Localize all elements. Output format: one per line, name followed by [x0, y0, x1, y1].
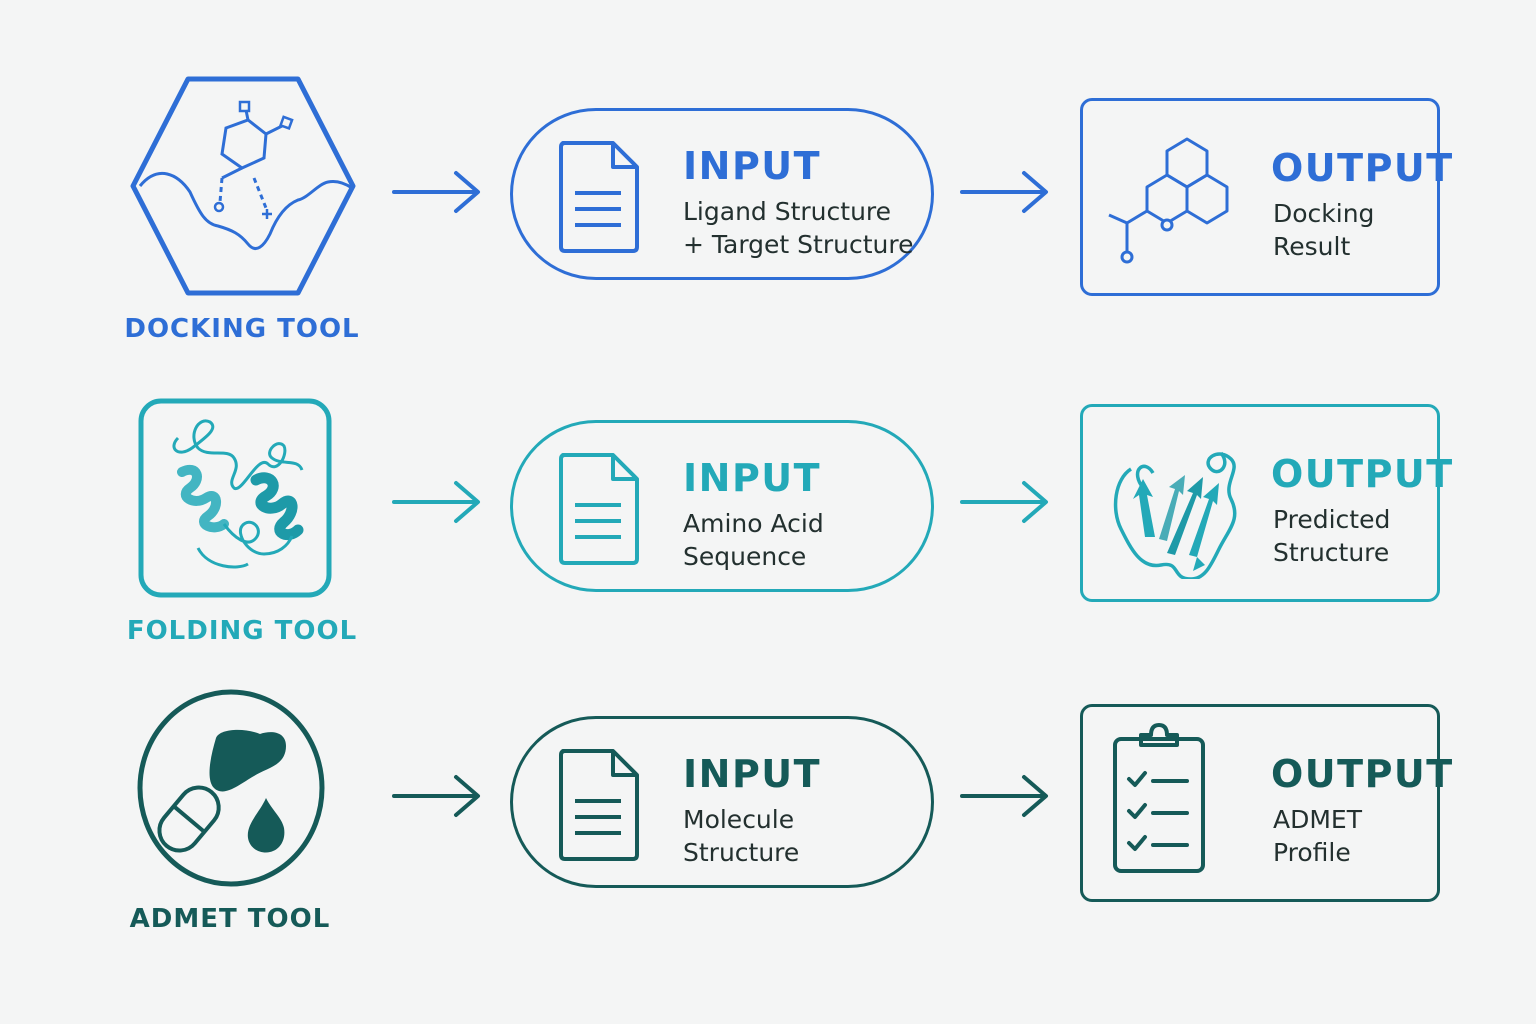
input-heading: INPUT: [683, 752, 822, 796]
folding-input-box: INPUT Amino Acid Sequence: [510, 420, 934, 592]
input-heading: INPUT: [683, 144, 822, 188]
output-description: ADMET Profile: [1273, 803, 1433, 869]
output-line: Profile: [1273, 838, 1351, 867]
admet-input-box: INPUT Molecule Structure: [510, 716, 934, 888]
input-description: Amino Acid Sequence: [683, 507, 923, 573]
input-line: Sequence: [683, 542, 807, 571]
arrow-right-icon: [960, 775, 1048, 817]
document-icon: [559, 749, 639, 861]
protein-ribbon-icon: [138, 398, 332, 598]
input-line: Molecule: [683, 805, 795, 834]
output-line: Result: [1273, 232, 1351, 261]
arrow-right-icon: [960, 481, 1048, 523]
docking-icon: [130, 76, 356, 296]
output-heading: OUTPUT: [1271, 452, 1454, 496]
arrow-right-icon: [960, 171, 1048, 213]
input-description: Ligand Structure + Target Structure: [683, 195, 923, 261]
document-icon: [559, 453, 639, 565]
beta-sheet-icon: [1113, 451, 1237, 579]
admet-icon: [137, 689, 325, 887]
folding-tool-label: FOLDING TOOL: [126, 616, 358, 646]
output-line: Docking: [1273, 199, 1375, 228]
input-line: Structure: [683, 838, 800, 867]
input-line: Ligand Structure: [683, 197, 892, 226]
admet-output-box: OUTPUT ADMET Profile: [1080, 704, 1452, 902]
output-description: Predicted Structure: [1273, 503, 1433, 569]
input-heading: INPUT: [683, 456, 822, 500]
docking-output-box: OUTPUT Docking Result: [1080, 98, 1452, 296]
arrow-right-icon: [392, 481, 480, 523]
admet-tool-label: ADMET TOOL: [129, 904, 331, 934]
input-line: Amino Acid: [683, 509, 824, 538]
docking-input-box: INPUT Ligand Structure + Target Structur…: [510, 108, 934, 280]
output-line: Structure: [1273, 538, 1390, 567]
folding-output-box: OUTPUT Predicted Structure: [1080, 404, 1452, 602]
output-line: Predicted: [1273, 505, 1391, 534]
document-icon: [559, 141, 639, 253]
molecule-icon: [1108, 137, 1229, 264]
arrow-right-icon: [392, 775, 480, 817]
output-description: Docking Result: [1273, 197, 1433, 263]
docking-tool-label: DOCKING TOOL: [124, 314, 360, 344]
clipboard-checklist-icon: [1113, 723, 1205, 873]
output-heading: OUTPUT: [1271, 752, 1454, 796]
input-line: + Target Structure: [683, 230, 914, 259]
output-heading: OUTPUT: [1271, 146, 1454, 190]
output-line: ADMET: [1273, 805, 1362, 834]
arrow-right-icon: [392, 171, 480, 213]
input-description: Molecule Structure: [683, 803, 923, 869]
